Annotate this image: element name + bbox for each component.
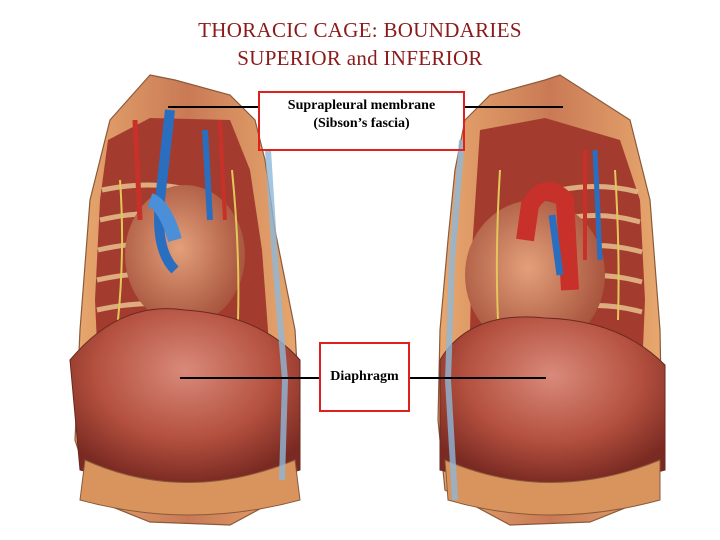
suprapleural-leader-left — [168, 106, 258, 108]
title-line-2: SUPERIOR and INFERIOR — [237, 46, 483, 70]
suprapleural-label-line-1: Suprapleural membrane — [286, 97, 437, 115]
diaphragm-leader-left — [180, 377, 319, 379]
suprapleural-membrane-label: Suprapleural membrane (Sibson’s fascia) — [258, 91, 465, 151]
left-thorax-figure — [69, 74, 301, 526]
suprapleural-leader-right — [465, 106, 563, 108]
diaphragm-label-text: Diaphragm — [329, 368, 400, 386]
title-line-1: THORACIC CAGE: BOUNDARIES — [198, 18, 522, 42]
suprapleural-label-line-2: (Sibson’s fascia) — [312, 115, 411, 133]
diaphragm-leader-right — [410, 377, 546, 379]
diaphragm-label: Diaphragm — [319, 342, 410, 412]
right-thorax-figure — [437, 74, 666, 526]
